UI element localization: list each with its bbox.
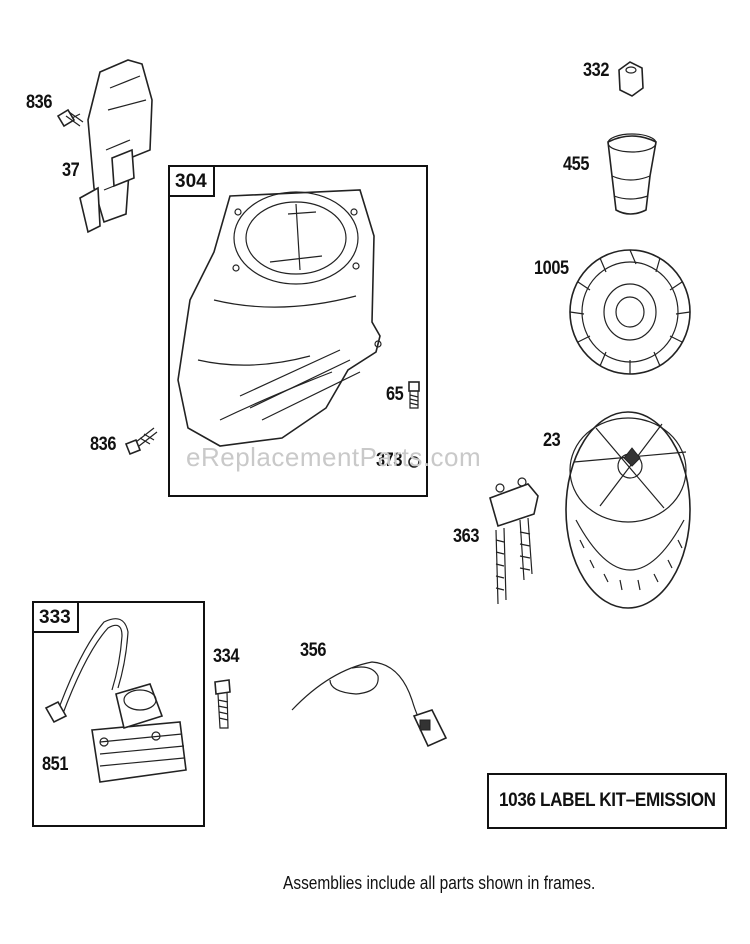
- callout-356: 356: [300, 640, 326, 661]
- callout-334: 334: [213, 646, 239, 667]
- callout-836-top: 836: [26, 92, 52, 113]
- wire-356-icon: [291, 661, 448, 748]
- fan-1005-icon: [569, 249, 691, 375]
- watermark: eReplacementParts.com: [186, 442, 482, 472]
- callout-363: 363: [453, 526, 479, 547]
- frame-333: 333: [32, 601, 205, 827]
- screw-334-icon: [214, 679, 231, 729]
- part-363-icon: [489, 477, 539, 605]
- ignition-module-333-icon: [44, 618, 187, 783]
- label-kit-box: 1036 LABEL KIT–EMISSION: [487, 773, 727, 829]
- footnote: Assemblies include all parts shown in fr…: [283, 873, 596, 893]
- callout-332: 332: [583, 60, 609, 81]
- callout-23: 23: [543, 430, 561, 451]
- screw-836-top-icon: [56, 108, 84, 128]
- nut-332-icon: [618, 61, 644, 97]
- callout-304: 304: [175, 171, 207, 192]
- bolt-65-icon: [408, 381, 420, 409]
- callout-37: 37: [62, 160, 80, 181]
- frame-tag-304: 304: [170, 167, 215, 197]
- callout-333: 333: [39, 607, 71, 628]
- callout-836-mid: 836: [90, 434, 116, 455]
- frame-304: 304: [168, 165, 428, 497]
- flywheel-23-icon: [565, 411, 691, 609]
- cup-455-icon: [607, 133, 657, 215]
- frame-tag-333: 333: [34, 603, 79, 633]
- nut-373-icon: [408, 456, 420, 468]
- callout-373: 373: [376, 450, 402, 471]
- callout-65: 65: [386, 384, 404, 405]
- screw-836-mid-icon: [124, 427, 158, 456]
- callout-455: 455: [563, 154, 589, 175]
- callout-851: 851: [42, 754, 68, 775]
- blower-housing-304-icon: [177, 189, 382, 447]
- bracket-37-icon: [79, 59, 153, 234]
- label-kit-text: 1036 LABEL KIT–EMISSION: [498, 790, 716, 811]
- callout-1005: 1005: [534, 258, 569, 279]
